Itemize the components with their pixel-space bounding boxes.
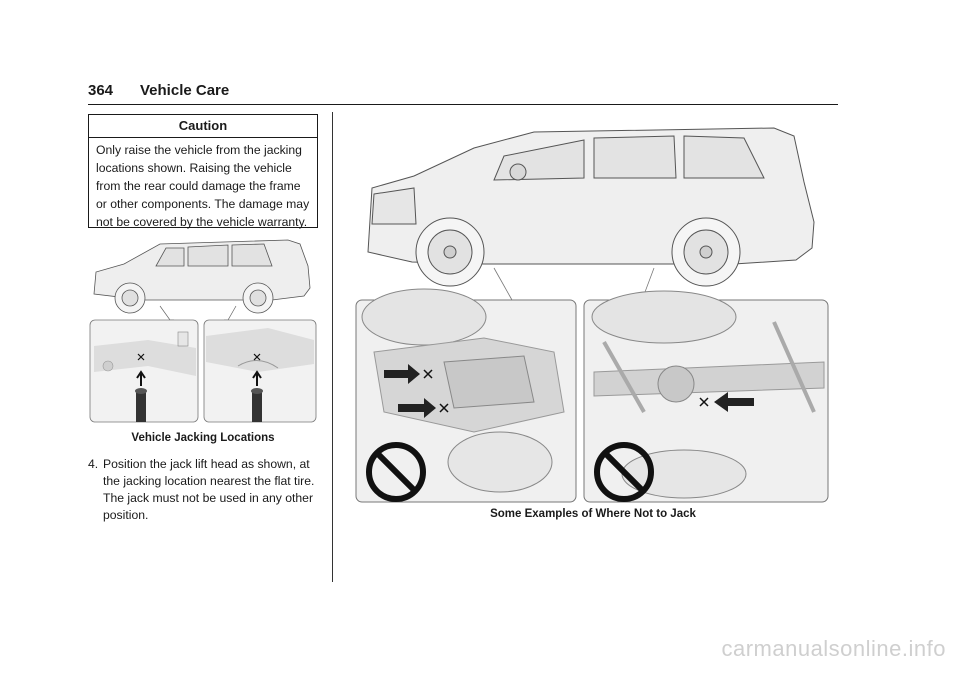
callout-lines xyxy=(159,305,237,321)
caution-text: Only raise the vehicle from the jacking … xyxy=(96,143,310,229)
prohibition-icon xyxy=(594,442,654,502)
detail-panel-rear-underbody xyxy=(583,290,829,503)
detail-panel-front xyxy=(89,319,199,423)
page-header: 364 Vehicle Care xyxy=(88,80,838,105)
vehicle-side-view xyxy=(93,239,311,314)
step-text: Position the jack lift head as shown, at… xyxy=(103,457,315,522)
caution-box: Caution Only raise the vehicle from the … xyxy=(88,114,318,229)
jacking-locations-caption: Vehicle Jacking Locations xyxy=(131,432,275,444)
section-title: Vehicle Care xyxy=(140,82,230,99)
page-number: 364 xyxy=(88,82,114,99)
where-not-to-jack-illustration xyxy=(355,127,829,503)
column-divider xyxy=(332,112,333,582)
watermark: carmanualsonline.info xyxy=(721,636,946,661)
where-not-to-jack-caption: Some Examples of Where Not to Jack xyxy=(490,508,696,520)
caution-heading: Caution xyxy=(89,115,317,138)
prohibition-icon xyxy=(366,442,426,502)
jacking-locations-illustration xyxy=(89,239,317,423)
detail-panel-front-underbody xyxy=(355,288,577,503)
detail-panel-rear xyxy=(203,319,317,423)
step-number: 4. xyxy=(88,457,99,471)
vehicle-side-view xyxy=(367,127,815,287)
